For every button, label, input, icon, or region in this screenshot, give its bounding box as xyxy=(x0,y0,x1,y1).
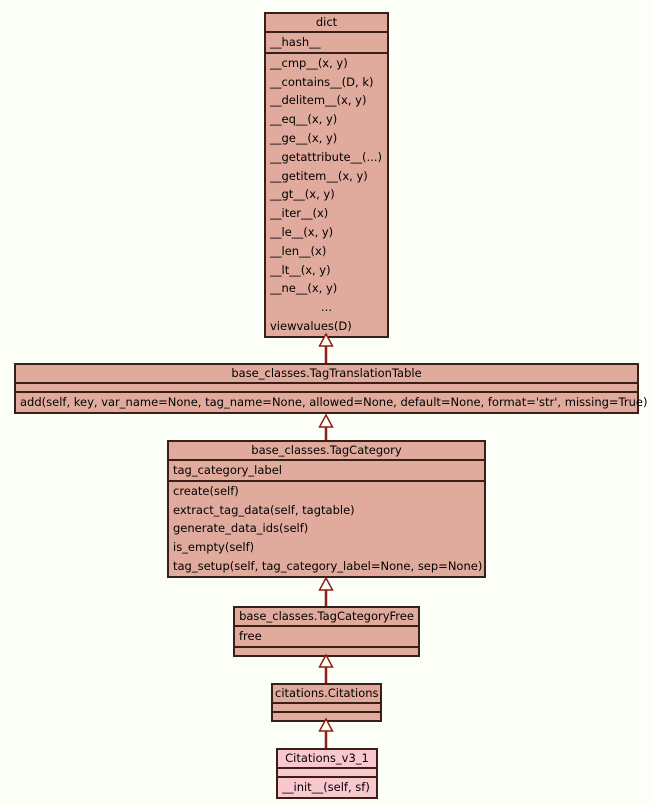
method: tag_setup(self, tag_category_label=None,… xyxy=(173,558,483,573)
inheritance-arrow xyxy=(318,414,334,441)
class-box-tag-translation-table: base_classes.TagTranslationTable add(sel… xyxy=(14,363,648,414)
method: __getattribute__(...) xyxy=(270,149,382,164)
class-title-citations-v3-1[interactable]: Citations_v3_1 xyxy=(285,751,369,765)
method: __contains__(D, k) xyxy=(270,74,374,89)
method: __getitem__(x, y) xyxy=(270,168,368,183)
method: __lt__(x, y) xyxy=(270,262,331,277)
class-box-tag-category: base_classes.TagCategory tag_category_la… xyxy=(167,440,486,578)
class-box-citations-v3-1: Citations_v3_1 __init__(self, sf) xyxy=(276,748,378,799)
inheritance-arrow xyxy=(318,718,334,749)
method: add(self, key, var_name=None, tag_name=N… xyxy=(20,395,648,409)
method: __le__(x, y) xyxy=(270,224,334,239)
methods-section: create(self) extract_tag_data(self, tagt… xyxy=(169,479,484,576)
method: is_empty(self) xyxy=(173,540,255,555)
class-box-tag-category-free: base_classes.TagCategoryFree free xyxy=(233,606,420,657)
method: __ne__(x, y) xyxy=(270,281,338,296)
attributes-section: tag_category_label xyxy=(169,459,484,480)
attribute: tag_category_label xyxy=(173,463,282,477)
methods-section: __init__(self, sf) xyxy=(278,776,376,797)
attributes-section: __hash__ xyxy=(266,31,387,52)
attribute: __hash__ xyxy=(270,35,321,49)
class-title-citations[interactable]: citations.Citations xyxy=(275,686,379,700)
class-box-citations: citations.Citations xyxy=(271,683,382,722)
method: create(self) xyxy=(173,483,239,498)
methods-section: add(self, key, var_name=None, tag_name=N… xyxy=(16,391,648,412)
method: __len__(x) xyxy=(270,243,327,258)
methods-section-empty xyxy=(235,645,418,655)
class-title-tag-category-free[interactable]: base_classes.TagCategoryFree xyxy=(239,609,414,623)
attribute: free xyxy=(239,629,262,643)
attributes-section-empty xyxy=(16,382,637,391)
class-box-dict: dict __hash__ __cmp__(x, y) __contains__… xyxy=(264,12,389,338)
class-title-dict[interactable]: dict xyxy=(315,15,338,29)
method: __ge__(x, y) xyxy=(270,130,338,145)
attributes-section-empty xyxy=(278,767,376,776)
methods-section: __cmp__(x, y) __contains__(D, k) __delit… xyxy=(266,51,387,336)
method: extract_tag_data(self, tagtable) xyxy=(173,502,355,517)
methods-ellipsis: ... xyxy=(321,300,332,315)
attributes-section: free xyxy=(235,625,418,646)
method: __cmp__(x, y) xyxy=(270,55,348,70)
method: __init__(self, sf) xyxy=(282,780,370,794)
method: __iter__(x) xyxy=(270,206,329,221)
method: __eq__(x, y) xyxy=(270,112,338,127)
inheritance-arrow xyxy=(318,654,334,684)
methods-section-empty xyxy=(273,711,380,720)
class-title-tag-category[interactable]: base_classes.TagCategory xyxy=(251,443,402,457)
method: generate_data_ids(self) xyxy=(173,521,309,536)
class-title-tag-translation-table[interactable]: base_classes.TagTranslationTable xyxy=(231,366,422,380)
inheritance-arrow xyxy=(318,333,334,364)
inheritance-arrow xyxy=(318,577,334,607)
method: viewvalues(D) xyxy=(270,318,352,333)
attributes-section-empty xyxy=(273,702,380,711)
method: __delitem__(x, y) xyxy=(270,93,367,108)
method: __gt__(x, y) xyxy=(270,187,335,202)
